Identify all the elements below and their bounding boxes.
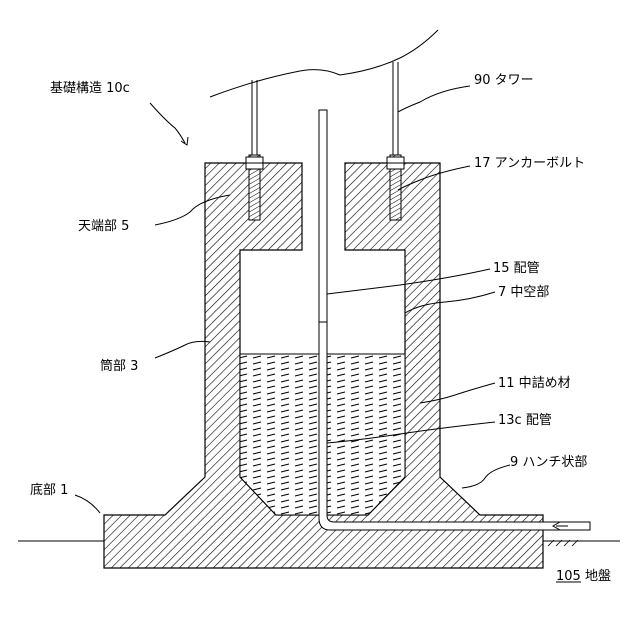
label-haunch: 9 ハンチ状部 <box>510 455 587 470</box>
label-filler: 11 中詰め材 <box>498 375 571 391</box>
label-pipe-13c: 13c 配管 <box>498 413 552 428</box>
label-top-part: 天端部 5 <box>78 219 129 234</box>
label-tube-part: 筒部 3 <box>100 358 138 374</box>
label-anchor-bolt: 17 アンカーボルト <box>474 156 585 171</box>
label-ground: 105 地盤 <box>556 569 611 584</box>
tower-outline <box>210 30 438 97</box>
anchor-bolt-right <box>387 62 404 220</box>
label-bottom-part: 底部 1 <box>30 482 68 498</box>
anchor-bolt-left <box>246 80 263 220</box>
label-tower: 90 タワー <box>474 73 534 88</box>
label-pipe-15: 15 配管 <box>493 261 540 276</box>
label-foundation: 基礎構造 10c <box>50 81 130 96</box>
label-hollow: 7 中空部 <box>498 285 549 300</box>
